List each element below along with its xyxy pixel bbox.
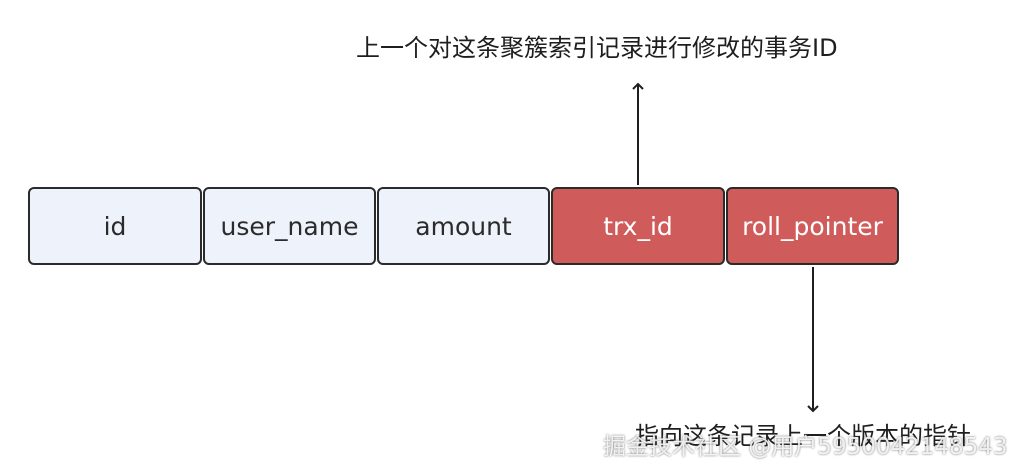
column-roll-pointer: roll_pointer <box>726 187 899 265</box>
watermark: 掘金技术社区 @用户5950042148543 <box>603 434 1008 460</box>
trx-id-annotation: 上一个对这条聚簇索引记录进行修改的事务ID <box>356 34 838 62</box>
column-trx-id: trx_id <box>551 187 725 265</box>
column-amount: amount <box>377 187 550 265</box>
column-id: id <box>28 187 202 265</box>
column-user-name: user_name <box>203 187 376 265</box>
roll-pointer-annotation: 指向这条记录上一个版本的指针 <box>635 422 971 450</box>
